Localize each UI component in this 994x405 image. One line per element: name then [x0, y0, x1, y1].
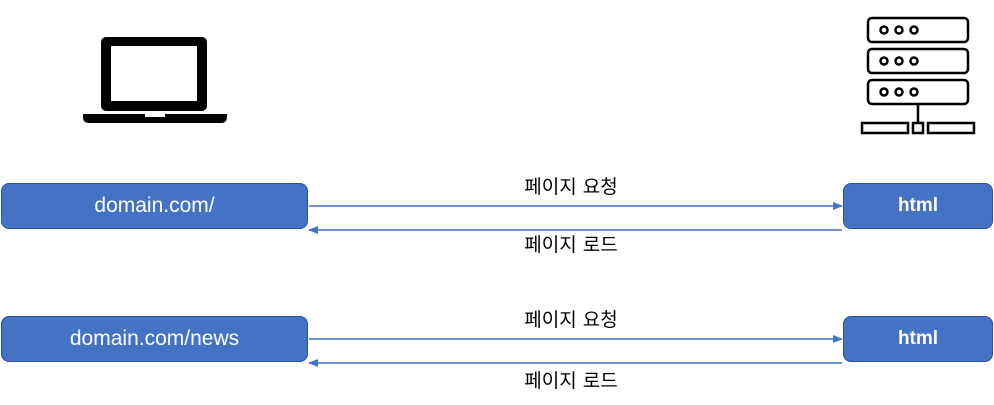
server-html-box-2: html: [843, 316, 993, 362]
request-label-1: 페이지 요청: [524, 176, 618, 198]
server-html-text-1: html: [897, 195, 939, 216]
server-icon: [860, 16, 976, 135]
server-html-text-2: html: [897, 328, 939, 349]
server-html-box-1: html: [843, 183, 993, 229]
response-label-2: 페이지 로드: [524, 370, 618, 392]
laptop-icon: [83, 37, 227, 123]
client-url-text-2: domain.com/news: [69, 327, 240, 350]
client-url-text-1: domain.com/: [94, 194, 215, 217]
request-label-2: 페이지 요청: [524, 309, 618, 331]
client-url-box-1: domain.com/: [1, 183, 308, 229]
response-label-1: 페이지 로드: [524, 234, 618, 256]
client-url-box-2: domain.com/news: [1, 316, 308, 362]
